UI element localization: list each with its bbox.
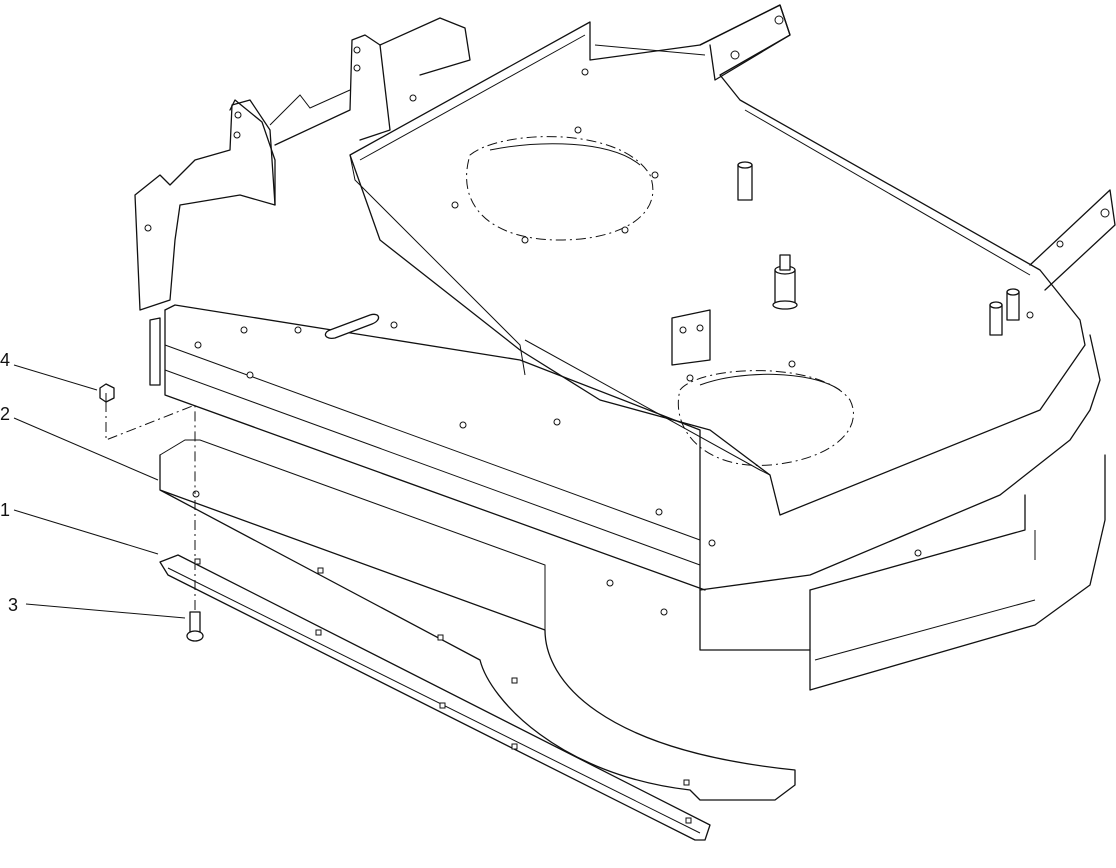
assembly-line-nut xyxy=(105,402,196,494)
callout-4: 4 xyxy=(0,350,10,370)
mower-deck xyxy=(134,4,1116,691)
callout-leaders xyxy=(13,364,186,619)
part-4-nut xyxy=(99,383,115,403)
callout-2: 2 xyxy=(0,404,10,424)
part-1-scraper-bar xyxy=(159,554,711,841)
callout-1: 1 xyxy=(0,500,10,520)
deck-holes xyxy=(194,68,1034,616)
part-3-carriage-bolt xyxy=(186,611,204,642)
callout-3: 3 xyxy=(8,595,18,615)
